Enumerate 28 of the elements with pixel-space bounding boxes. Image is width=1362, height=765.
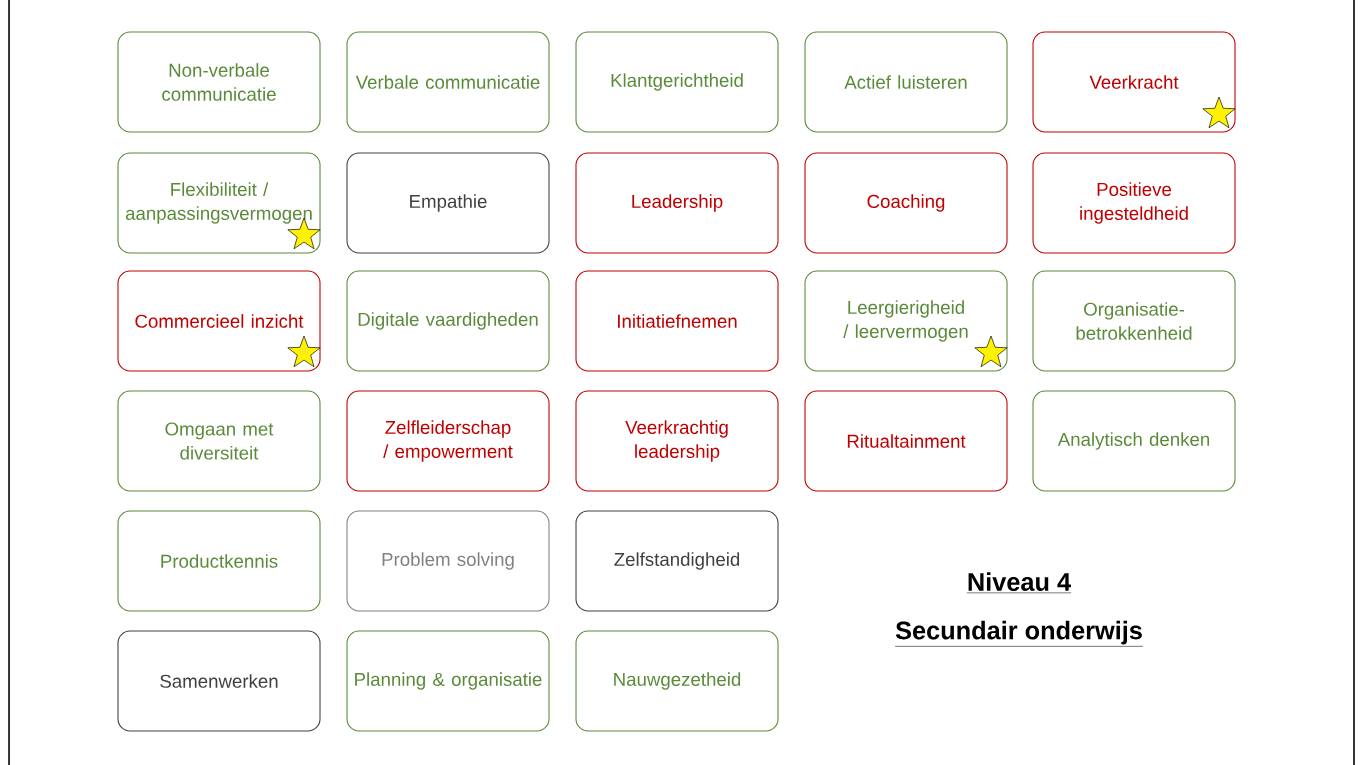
skill-box: Non-verbale communicatie — [117, 31, 321, 133]
skill-box: Samenwerken — [117, 630, 321, 732]
skill-box: Analytisch denken — [1032, 390, 1236, 492]
skill-box: Ritualtainment — [804, 390, 1008, 492]
skill-box: Nauwgezetheid — [575, 630, 779, 732]
skill-box: Veerkrachtig leadership — [575, 390, 779, 492]
skill-box: Omgaan met diversiteit — [117, 390, 321, 492]
subheading: Secundair onderwijs — [894, 620, 1144, 647]
skill-box: Klantgerichtheid — [575, 31, 779, 133]
skill-box: Empathie — [346, 152, 550, 254]
skill-box: Zelfleiderschap / empowerment — [346, 390, 550, 492]
skill-box: Flexibiliteit / aanpassingsvermogen — [117, 152, 321, 254]
skill-box: Productkennis — [117, 510, 321, 612]
heading: Niveau 4 — [966, 572, 1072, 594]
skill-box: Organisatie-betrokkenheid — [1032, 270, 1236, 372]
skill-box: Zelfstandigheid — [575, 510, 779, 612]
skill-box: Leergierigheid / leervermogen — [804, 270, 1008, 372]
skill-box: Positieve ingesteldheid — [1032, 152, 1236, 254]
skill-box: Commercieel inzicht — [117, 270, 321, 372]
skill-box: Veerkracht — [1032, 31, 1236, 133]
skill-box: Digitale vaardigheden — [346, 270, 550, 372]
skill-box: Coaching — [804, 152, 1008, 254]
skill-box: Verbale communicatie — [346, 31, 550, 133]
skill-box: Initiatiefnemen — [575, 270, 779, 372]
skill-box: Actief luisteren — [804, 31, 1008, 133]
skill-box: Planning & organisatie — [346, 630, 550, 732]
skill-box: Leadership — [575, 152, 779, 254]
skill-box: Problem solving — [346, 510, 550, 612]
